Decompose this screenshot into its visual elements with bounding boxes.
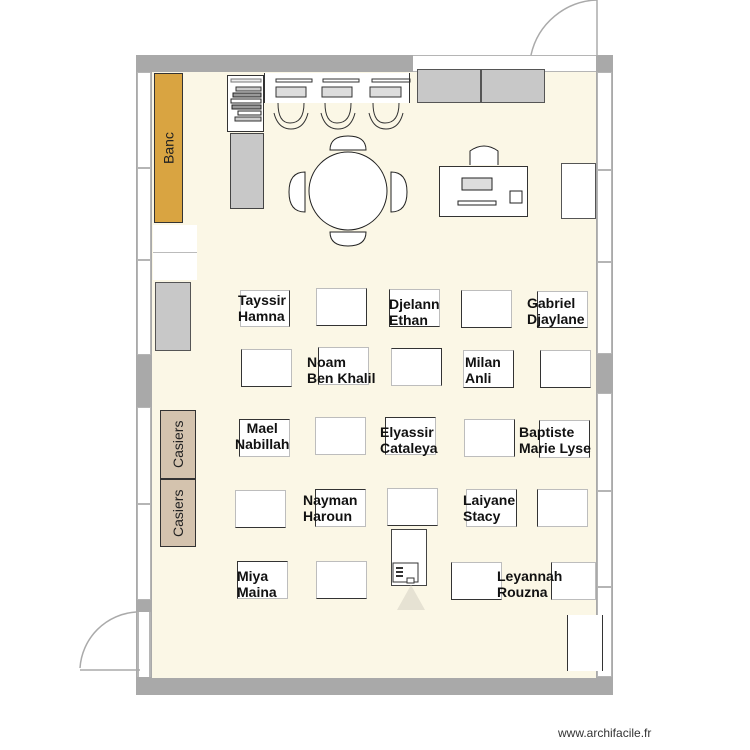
- desk-r4-c2[interactable]: [315, 489, 366, 527]
- sofa-1: [417, 69, 481, 103]
- lockers-top-label: Casiers: [170, 420, 186, 469]
- desk-r1-c4[interactable]: [461, 290, 512, 328]
- projector-icon: [392, 562, 419, 584]
- side-cabinet-right: [561, 163, 596, 219]
- desk-r1-c2[interactable]: [316, 288, 367, 326]
- desk-r5-c4[interactable]: [451, 562, 502, 600]
- desk-r1-c1[interactable]: [240, 290, 290, 327]
- watermark[interactable]: www.archifacile.fr: [558, 726, 652, 740]
- window-left-4: [137, 407, 151, 504]
- desk-r4-c5[interactable]: [537, 489, 588, 527]
- lockers-bottom: Casiers: [160, 479, 196, 547]
- desk-r2-c5[interactable]: [540, 350, 591, 388]
- window-left-1: [137, 72, 151, 168]
- desk-r2-c4[interactable]: [463, 350, 514, 388]
- desk-r5-c2[interactable]: [316, 561, 367, 599]
- desk-r3-c4[interactable]: [464, 419, 515, 457]
- desk-r2-c2[interactable]: [318, 347, 369, 385]
- wall-top-right-stub: [596, 55, 613, 72]
- wall-top-left: [136, 55, 413, 72]
- desk-r5-c1[interactable]: [237, 561, 288, 599]
- cabinet-left: [155, 282, 191, 351]
- desk-r1-c3[interactable]: [389, 289, 440, 327]
- door-swing-left-icon[interactable]: [78, 610, 140, 672]
- wall-bottom: [136, 678, 613, 695]
- cabinet-top-gray: [230, 133, 264, 209]
- window-left-5: [137, 504, 151, 600]
- window-left-2: [137, 168, 151, 260]
- round-table-icon: [288, 135, 408, 247]
- door-swing-top-icon[interactable]: [530, 0, 600, 60]
- desk-r5-c5[interactable]: [551, 562, 596, 600]
- desk-r3-c5[interactable]: [539, 420, 590, 458]
- door-frame-left: [137, 612, 151, 677]
- computer-icon: [457, 177, 523, 206]
- window-right-1: [597, 72, 612, 170]
- window-right-4: [597, 393, 612, 491]
- desk-r4-c4[interactable]: [466, 489, 517, 527]
- window-right-3: [597, 262, 612, 354]
- books-icon: [230, 78, 262, 122]
- window-right-5: [597, 491, 612, 587]
- lockers-top: Casiers: [160, 410, 196, 479]
- lockers-bottom-label: Casiers: [170, 489, 186, 537]
- projector-cart: [391, 529, 427, 586]
- desk-r3-c1[interactable]: [239, 419, 290, 457]
- teacher-desk: [439, 166, 528, 217]
- window-right-2: [597, 170, 612, 262]
- shelf-left-1: [153, 225, 197, 252]
- projector-beam-icon: [397, 585, 425, 610]
- window-left-3: [137, 260, 151, 355]
- desk-r4-c1[interactable]: [235, 490, 286, 528]
- desk-r3-c2[interactable]: [315, 417, 366, 455]
- sofa-2: [481, 69, 545, 103]
- teacher-chair-icon: [469, 145, 499, 165]
- bookshelf: [227, 75, 264, 132]
- bench-label: Banc: [160, 132, 177, 164]
- cabinet-bottom-right: [567, 615, 603, 671]
- desk-r2-c3[interactable]: [391, 348, 442, 386]
- shelf-left-2: [153, 252, 197, 280]
- desk-r4-c3[interactable]: [387, 488, 438, 526]
- computer-stations-icon: [273, 78, 411, 130]
- desk-r3-c3[interactable]: [385, 417, 436, 455]
- desk-r1-c5[interactable]: [537, 291, 588, 328]
- bench: Banc: [154, 73, 183, 223]
- desk-r2-c1[interactable]: [241, 349, 292, 387]
